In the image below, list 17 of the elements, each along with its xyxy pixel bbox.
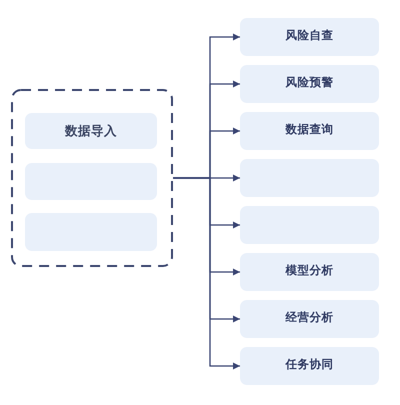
- box-label: 风险预警: [286, 77, 334, 91]
- box-label: 数据导入: [65, 124, 117, 138]
- process-box: [240, 18, 379, 56]
- box-label: 经营分析: [286, 312, 334, 326]
- process-box: [240, 347, 379, 385]
- box-label: 风险自查: [286, 30, 334, 44]
- arrow: [173, 177, 240, 370]
- process-box: [240, 159, 379, 197]
- process-box: [240, 65, 379, 103]
- box-label: 模型分析: [286, 265, 334, 279]
- process-box: [240, 253, 379, 291]
- box-label: 任务协同: [286, 359, 334, 373]
- process-box: [240, 112, 379, 150]
- box-label: 数据查询: [286, 124, 334, 138]
- dashed-group-frame: [11, 89, 173, 267]
- process-box: [240, 300, 379, 338]
- process-box: [240, 206, 379, 244]
